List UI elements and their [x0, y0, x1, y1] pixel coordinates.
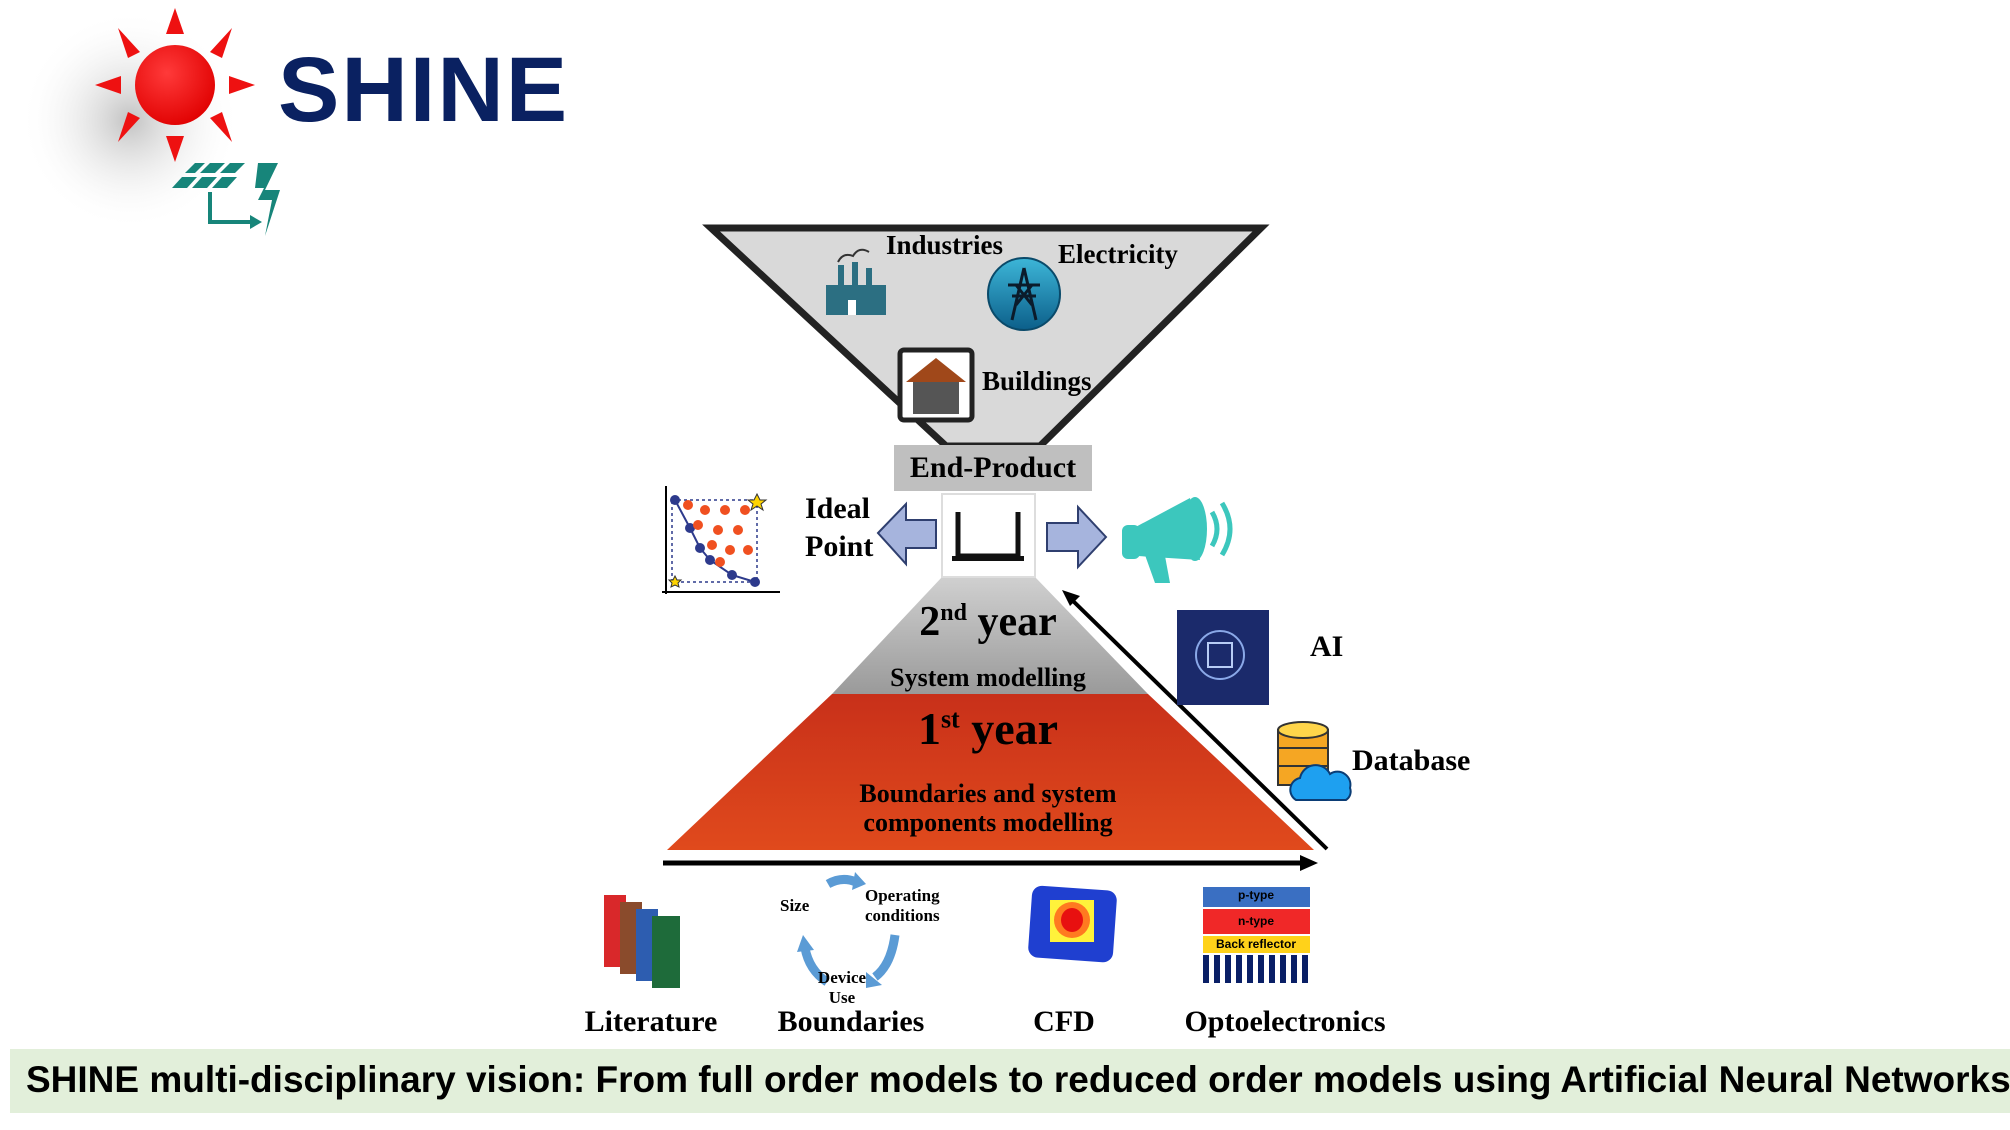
first-year-title: 1st year — [918, 702, 1058, 755]
diagonal-arrow — [1068, 596, 1329, 851]
caption-banner: SHINE multi-disciplinary vision: From fu… — [10, 1049, 2010, 1113]
cycle-operating-label-line2: conditions — [865, 906, 940, 925]
second-year-number: 2 — [919, 599, 941, 645]
house-icon — [897, 347, 975, 423]
cycle-device-label-line1: Device — [817, 968, 867, 987]
end-product-box — [894, 445, 1092, 491]
second-year-word: year — [977, 599, 1057, 645]
pareto-chart-icon — [662, 486, 780, 594]
first-year-suffix: st — [940, 704, 960, 734]
database-icon — [1277, 721, 1352, 801]
ai-label: AI — [1310, 630, 1344, 663]
ideal-point-label-line2: Point — [805, 530, 874, 563]
buildings-label: Buildings — [982, 366, 1092, 396]
second-year-subtitle: System modelling — [890, 663, 1086, 692]
database-label: Database — [1352, 744, 1471, 777]
ai-brain-icon — [1177, 610, 1269, 705]
ideal-point-label-line1: Ideal — [805, 492, 871, 525]
second-year-title: 2nd year — [919, 598, 1057, 646]
first-year-subtitle-line2: components modelling — [863, 808, 1113, 837]
cycle-device-label-line2: Use — [828, 988, 856, 1007]
books-icon — [604, 895, 680, 988]
boundaries-label: Boundaries — [777, 1005, 925, 1038]
cfd-simulation-icon — [1028, 885, 1117, 963]
cycle-size-label: Size — [780, 896, 810, 915]
optoelectronics-label: Optoelectronics — [1184, 1005, 1386, 1038]
left-arrow-icon — [876, 501, 937, 567]
opto-layer-n-type: n-type — [1238, 914, 1274, 928]
caption-text: SHINE multi-disciplinary vision: From fu… — [26, 1059, 2010, 1100]
electricity-label: Electricity — [1058, 239, 1178, 269]
industries-label: Industries — [886, 230, 1004, 260]
megaphone-icon — [1122, 497, 1233, 583]
opto-layer-back-reflector: Back reflector — [1215, 937, 1297, 951]
opto-layer-p-type: p-type — [1238, 888, 1274, 902]
factory-icon — [826, 248, 886, 315]
sun-icon — [20, 8, 280, 236]
logo-text: SHINE — [278, 39, 570, 141]
optoelectronics-stack-icon — [1203, 887, 1310, 983]
cfd-label: CFD — [1033, 1005, 1095, 1038]
right-arrow-icon — [1046, 504, 1108, 570]
first-year-layer — [667, 694, 1314, 850]
second-year-suffix: nd — [940, 600, 967, 626]
first-year-subtitle-line1: Boundaries and system — [859, 779, 1117, 808]
first-year-number: 1 — [917, 703, 941, 754]
cycle-operating-label-line1: Operating — [865, 886, 940, 905]
first-year-word: year — [971, 703, 1059, 754]
solar-panel-icon — [172, 163, 280, 236]
literature-label: Literature — [584, 1005, 718, 1038]
power-tower-icon — [987, 257, 1061, 331]
second-year-layer — [832, 577, 1148, 694]
end-product-label: End-Product — [909, 451, 1077, 484]
